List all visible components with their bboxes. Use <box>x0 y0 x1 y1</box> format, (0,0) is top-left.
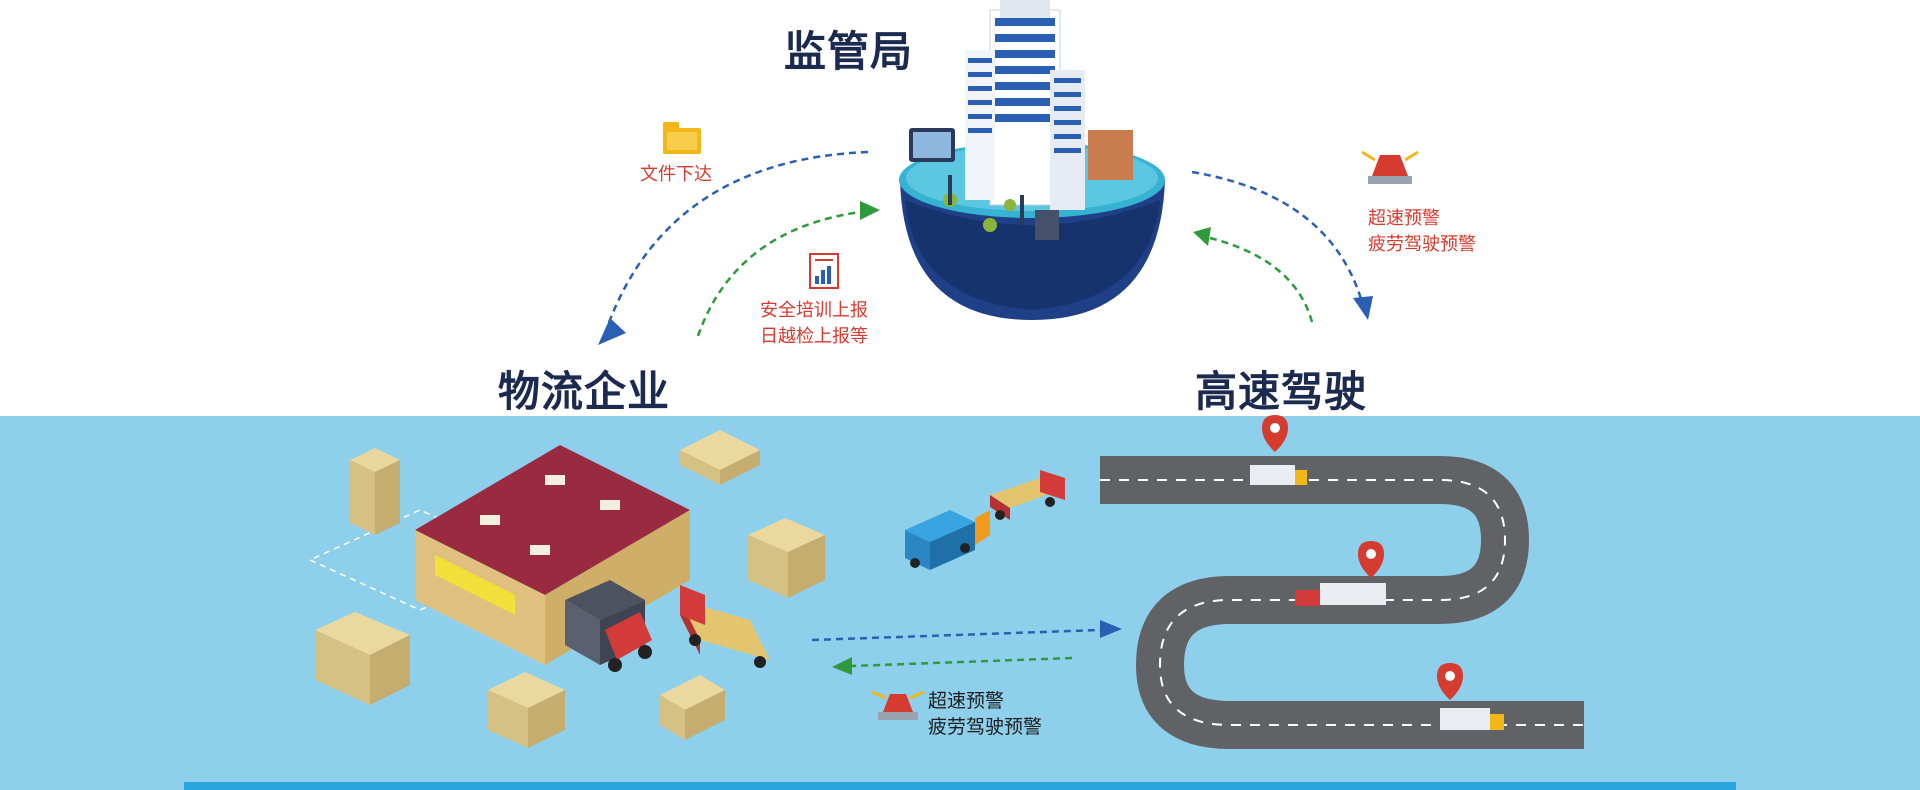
arrow-alarm-top <box>1191 170 1364 303</box>
arrow-to-road <box>811 628 1101 642</box>
siren-icon-bottom <box>871 690 925 720</box>
road-trucks <box>1250 465 1504 730</box>
bottom-stripe <box>184 782 1736 790</box>
label-report-line1: 安全培训上报 <box>760 300 868 321</box>
folder-icon <box>663 122 701 154</box>
arrow-doc-issue <box>606 150 869 326</box>
arrow-to-logistics <box>851 656 1073 668</box>
label-report-line2: 日越检上报等 <box>760 326 868 347</box>
label-alarm-top-line1: 超速预警 <box>1368 208 1440 229</box>
arrow-alarm-top-head <box>1353 296 1373 320</box>
bottom-band <box>0 416 1920 790</box>
warehouse-illustration <box>308 430 825 748</box>
arrow-data-up-head <box>1193 227 1211 246</box>
arrow-report <box>696 210 861 337</box>
arrow-doc-issue-head <box>598 318 626 345</box>
arrow-to-road-head <box>1100 620 1122 638</box>
arrow-data-up <box>1209 236 1314 323</box>
node-logistics-title: 物流企业 <box>498 367 671 416</box>
node-regulator-title: 监管局 <box>784 27 914 76</box>
report-chart-icon <box>809 253 839 289</box>
label-doc-issue: 文件下达 <box>640 164 712 185</box>
label-alarm-bottom-line1: 超速预警 <box>928 690 1005 712</box>
arrow-report-head <box>860 201 880 220</box>
regulator-building-illustration <box>899 0 1165 320</box>
label-alarm-bottom-line2: 疲劳驾驶预警 <box>928 716 1043 738</box>
arrow-to-logistics-head <box>832 657 852 675</box>
siren-icon <box>1361 150 1419 184</box>
label-alarm-top-line2: 疲劳驾驶预警 <box>1368 234 1476 255</box>
map-pin-icon <box>1262 415 1463 700</box>
node-driving-title: 高速驾驶 <box>1195 367 1368 416</box>
highway-road <box>1100 456 1584 749</box>
trucks-illustration <box>905 470 1065 570</box>
